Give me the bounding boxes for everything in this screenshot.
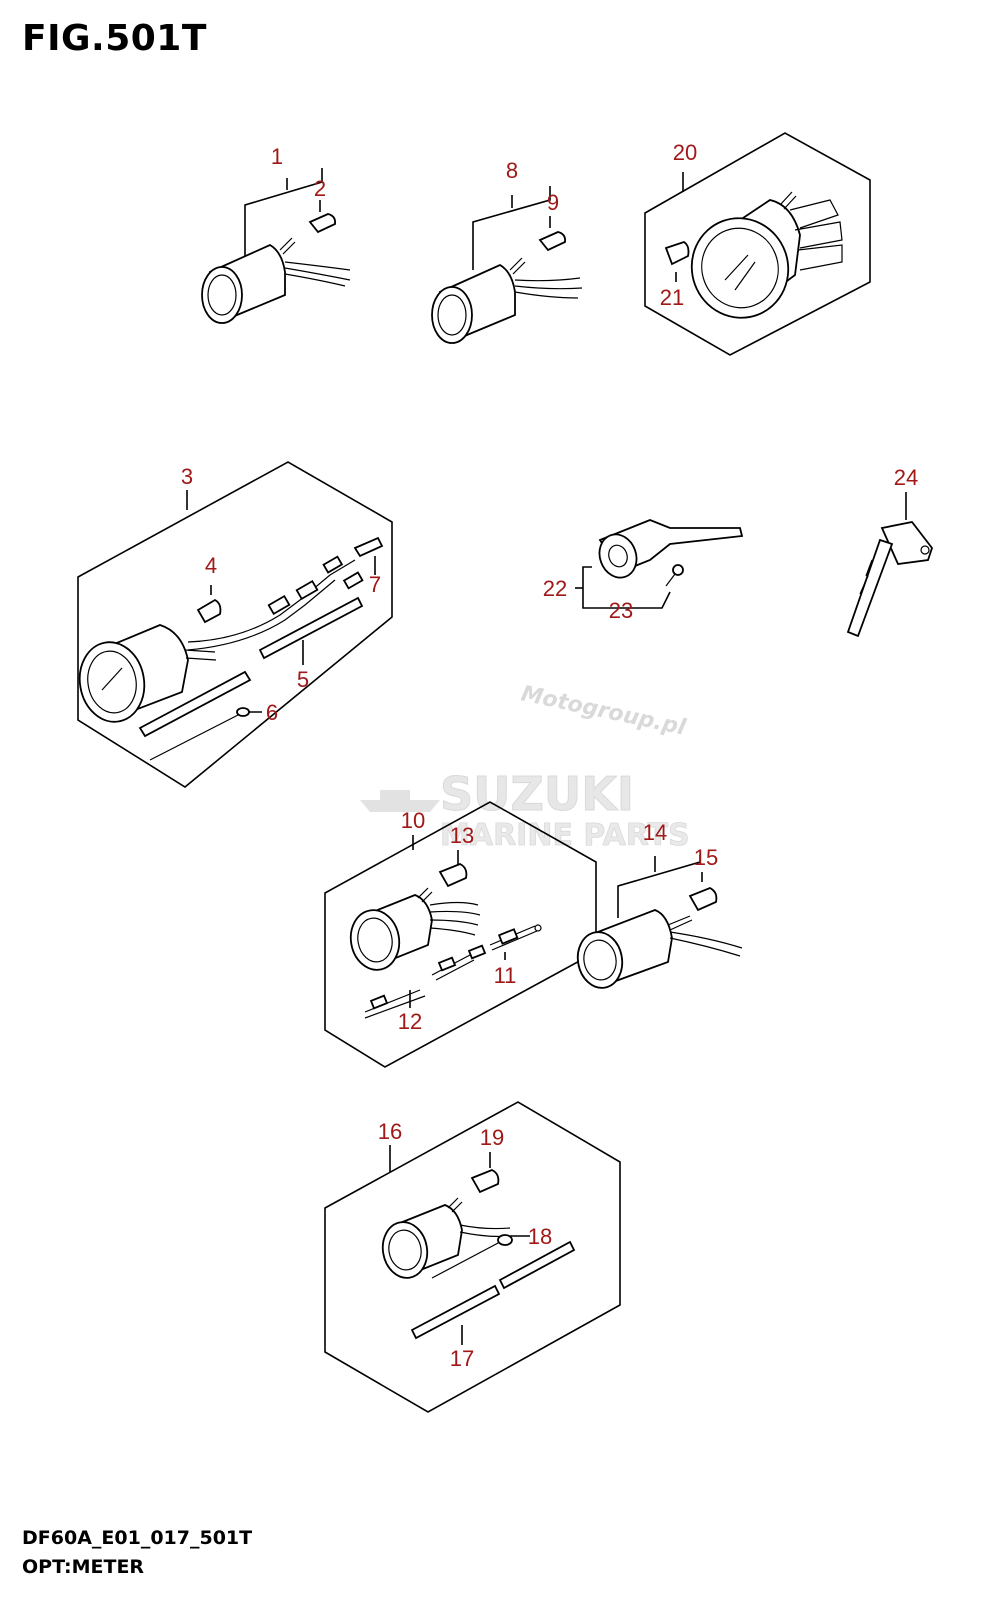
gauge-icon bbox=[78, 624, 217, 723]
callout-4: 4 bbox=[205, 553, 217, 578]
callout-2: 2 bbox=[314, 176, 326, 201]
part-group-24 bbox=[846, 492, 934, 638]
wire-harness-icon bbox=[364, 924, 542, 1019]
callout-15: 15 bbox=[694, 845, 718, 870]
part-group-14 bbox=[576, 855, 743, 989]
callout-10: 10 bbox=[401, 808, 425, 833]
bulb-icon bbox=[470, 1169, 500, 1194]
watermark-marine-parts: MARINE PARTS bbox=[440, 818, 690, 853]
gauge-icon bbox=[201, 237, 351, 324]
bulb-icon bbox=[308, 213, 337, 234]
bracket-icon bbox=[598, 519, 744, 579]
bulb-icon bbox=[664, 241, 690, 266]
group-box-3 bbox=[77, 461, 393, 788]
sensor-icon bbox=[846, 521, 934, 638]
callout-1: 1 bbox=[271, 144, 283, 169]
gauge-icon bbox=[690, 191, 843, 319]
figure-title: FIG.501T bbox=[22, 18, 207, 59]
callout-19: 19 bbox=[480, 1125, 504, 1150]
bulb-icon bbox=[196, 598, 222, 624]
callout-17: 17 bbox=[450, 1346, 474, 1371]
callout-6: 6 bbox=[266, 700, 278, 725]
part-group-22 bbox=[575, 519, 744, 609]
group-box-16 bbox=[324, 1101, 621, 1413]
screw-icon bbox=[665, 564, 684, 587]
leader-line-22 bbox=[582, 566, 671, 609]
bulb-icon bbox=[438, 863, 468, 888]
callout-21: 21 bbox=[660, 285, 684, 310]
bulb-icon bbox=[688, 887, 718, 912]
gauge-icon bbox=[349, 887, 481, 971]
wire-harness-icon bbox=[187, 536, 384, 651]
callout-13: 13 bbox=[450, 823, 474, 848]
bulb-icon bbox=[538, 231, 567, 252]
cable-tie-icon bbox=[431, 1234, 513, 1279]
callout-8: 8 bbox=[506, 158, 518, 183]
callout-16: 16 bbox=[378, 1119, 402, 1144]
watermark-boat-icon bbox=[360, 790, 440, 812]
figure-code: DF60A_E01_017_501T bbox=[22, 1527, 253, 1549]
cable-tie-icon bbox=[149, 707, 250, 761]
callout-5: 5 bbox=[297, 667, 309, 692]
figure-subtitle: OPT:METER bbox=[22, 1556, 145, 1578]
gauge-icon bbox=[576, 909, 743, 989]
part-group-16 bbox=[324, 1101, 621, 1413]
callout-7: 7 bbox=[369, 572, 381, 597]
part-group-3 bbox=[77, 461, 393, 788]
callout-11: 11 bbox=[494, 963, 517, 988]
leader-line-8 bbox=[472, 186, 551, 270]
gauge-icon bbox=[431, 257, 583, 344]
callout-9: 9 bbox=[547, 190, 559, 215]
callout-18: 18 bbox=[528, 1224, 552, 1249]
part-group-20 bbox=[644, 132, 871, 356]
callout-22: 22 bbox=[543, 576, 567, 601]
callout-12: 12 bbox=[398, 1009, 422, 1034]
part-group-8 bbox=[431, 186, 583, 344]
callout-14: 14 bbox=[643, 820, 667, 845]
leader-line-14 bbox=[617, 855, 701, 918]
watermark-motogroup: Motogroup.pl bbox=[519, 681, 688, 740]
callout-23: 23 bbox=[609, 598, 633, 623]
tube-icon bbox=[410, 1240, 576, 1340]
part-group-1 bbox=[201, 168, 351, 324]
callout-3: 3 bbox=[181, 464, 193, 489]
callout-24: 24 bbox=[894, 465, 918, 490]
leader-line-1 bbox=[244, 168, 323, 275]
tube-icon bbox=[138, 596, 364, 738]
watermark-suzuki: SUZUKI bbox=[440, 767, 634, 821]
callout-20: 20 bbox=[673, 140, 697, 165]
gauge-icon bbox=[381, 1197, 513, 1279]
group-box-20 bbox=[644, 132, 871, 356]
